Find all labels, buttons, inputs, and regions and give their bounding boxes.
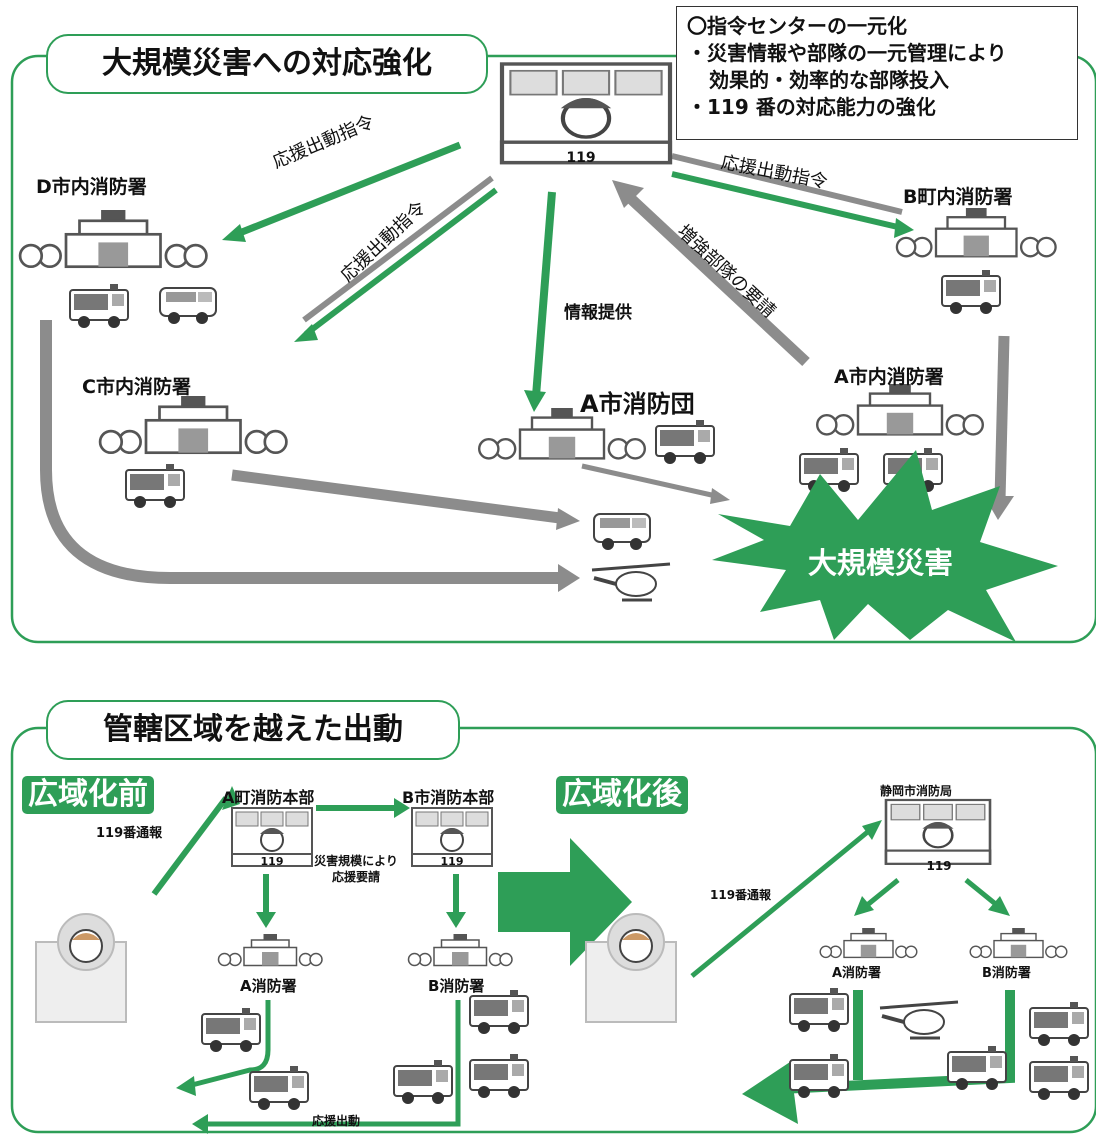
arrow-hq-to-b [964, 878, 1000, 908]
before-call-label: 119番通報 [96, 826, 163, 841]
top-panel-frame [10, 54, 1096, 644]
after-station-a-label: A消防署 [832, 966, 882, 981]
arrow-to-c-green [304, 187, 498, 337]
info-line-3: 効果的・効率的な部隊投入 [709, 68, 949, 92]
ladder-a-icon [249, 1065, 309, 1111]
transition-arrow [498, 838, 632, 966]
arrow-to-b-gray [671, 153, 903, 215]
station-b-label: B消防署 [428, 977, 485, 995]
d-truck-icon [69, 283, 129, 329]
station-a-label: A消防署 [240, 977, 297, 995]
a-station-icon [816, 382, 984, 436]
info-line-2: ・災害情報や部隊の一元管理により [687, 41, 1007, 65]
after-truck-5-icon [1029, 1055, 1089, 1101]
request-line-1: 災害規模により [314, 854, 398, 868]
hq-after-pictogram [884, 798, 992, 866]
ladder-b-icon [469, 1053, 529, 1099]
d-station-label: D市内消防署 [36, 176, 147, 198]
disaster-label: 大規模災害 [808, 546, 954, 580]
disaster-burst-shape [712, 450, 1058, 642]
station-a-icon [217, 933, 323, 967]
hq-b-label: B市消防本部 [402, 788, 495, 807]
arrow-d-to-heli [40, 320, 560, 584]
a-station-label: A市内消防署 [834, 366, 944, 388]
arrow-to-d [230, 141, 462, 240]
hq-after-label: 静岡市消防局 [880, 784, 953, 798]
hq-b-sign: 119 [440, 855, 464, 868]
hq-a-label: A町消防本部 [222, 788, 315, 807]
c-truck-icon [125, 463, 185, 509]
arrow-before-call [151, 796, 229, 896]
command-center-sign: 119 [566, 150, 596, 166]
info-provide-label: 情報提供 [564, 303, 632, 323]
bottom-panel-frame [10, 726, 1096, 1134]
arrow-a-station-dispatch [187, 1000, 271, 1089]
b-station-label: B町内消防署 [903, 186, 1013, 208]
info-line-4: ・119 番の対応能力の強化 [687, 95, 936, 119]
truck-b-icon [469, 989, 529, 1035]
arrow-dan-to-disaster [581, 463, 717, 499]
arrow-info-provide [532, 191, 556, 397]
b-station-icon [895, 206, 1057, 258]
after-tag: 広域化後 [556, 776, 688, 814]
a-dan-label: A市消防団 [580, 390, 695, 418]
top-section-title: 大規模災害への対応強化 [46, 34, 488, 94]
after-heli-icon [878, 1000, 960, 1040]
a-dan-truck-icon [655, 419, 715, 465]
after-truck-4-icon [1029, 1001, 1089, 1047]
arrow-to-b-green [671, 171, 903, 231]
truck-b2-icon [393, 1059, 453, 1105]
d-station-icon [18, 208, 208, 269]
helicopter-icon [590, 562, 672, 602]
arrow-b-station-support [206, 1000, 461, 1127]
arrow-hq-to-a [864, 878, 900, 908]
hq-a-sign: 119 [260, 855, 284, 868]
hq-after-sign: 119 [926, 859, 952, 873]
ambulance-icon [593, 513, 651, 551]
station-b-icon [407, 933, 513, 967]
command-center-pictogram [502, 64, 670, 163]
request-line-2: 応援要請 [331, 870, 380, 884]
arrow-request [624, 191, 810, 367]
after-call-label: 119番通報 [710, 888, 772, 902]
arrow-to-c-gray [302, 175, 494, 323]
b-truck-icon [941, 269, 1001, 315]
c-station-icon [98, 394, 288, 455]
burning-building-icon [35, 913, 127, 1023]
info-box: 〇指令センターの一元化 ・災害情報や部隊の一元管理により 効果的・効率的な部隊投… [676, 6, 1078, 140]
arrow-c-to-ambulance [231, 469, 561, 524]
truck-a-icon [201, 1007, 261, 1053]
info-line-1: 〇指令センターの一元化 [687, 14, 907, 38]
after-station-a-icon [819, 927, 918, 959]
after-station-b-label: B消防署 [982, 966, 1031, 981]
support-dispatch-label: 応援出動 [312, 1114, 361, 1128]
after-truck-1-icon [789, 987, 849, 1033]
bottom-section-title: 管轄区域を越えた出動 [46, 700, 460, 760]
before-tag: 広域化前 [22, 776, 154, 814]
c-station-label: C市内消防署 [82, 376, 191, 398]
arrow-b-to-disaster [994, 335, 1010, 501]
after-station-b-icon [969, 927, 1068, 959]
d-ambulance-icon [159, 287, 217, 325]
arrow-after-call [690, 828, 872, 978]
